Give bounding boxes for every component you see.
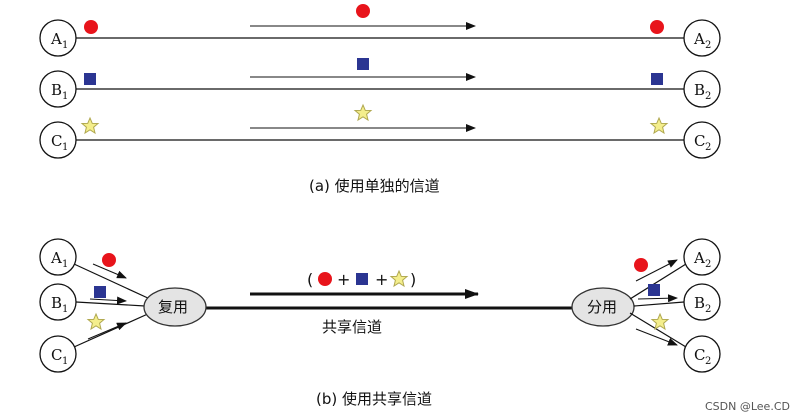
- svg-text:1: 1: [62, 40, 68, 51]
- svg-text:2: 2: [705, 356, 711, 367]
- svg-text:): ): [410, 270, 416, 289]
- blue-square-icon: [94, 286, 106, 298]
- node-b2: B 2: [683, 283, 721, 321]
- svg-text:A: A: [50, 249, 62, 267]
- svg-text:C: C: [51, 346, 62, 364]
- svg-text:1: 1: [62, 356, 68, 367]
- combined-signal-equation: ( + + ): [307, 270, 416, 289]
- node-a1: A 1: [39, 19, 77, 57]
- output-arrow-a: [635, 259, 678, 282]
- svg-text:+: +: [337, 270, 350, 289]
- input-line-b: [75, 301, 146, 307]
- node-c1: C 1: [39, 335, 77, 373]
- caption-b: (b) 使用共享信道: [316, 390, 432, 408]
- yellow-star-icon: [87, 313, 105, 330]
- svg-text:B: B: [51, 294, 62, 312]
- multiplexer: 复用: [143, 287, 207, 327]
- input-arrow-c: [87, 322, 127, 340]
- watermark: CSDN @Lee.CD: [705, 400, 790, 413]
- svg-text:C: C: [51, 132, 62, 150]
- svg-text:C: C: [694, 346, 705, 364]
- svg-text:A: A: [693, 249, 705, 267]
- red-circle-icon: [634, 258, 648, 272]
- output-arrow-b: [637, 294, 678, 303]
- red-circle-icon: [318, 272, 332, 286]
- node-a2: A 2: [683, 19, 721, 57]
- blue-square-icon: [84, 73, 96, 85]
- part-a-separate-channels: A 1 B 1 C 1 A 2 B 2 C 2 (a) 使用单独的: [39, 4, 721, 195]
- yellow-star-icon: [81, 117, 99, 134]
- svg-text:C: C: [694, 132, 705, 150]
- node-c2: C 2: [683, 335, 721, 373]
- node-c1: C 1: [39, 121, 77, 159]
- blue-square-icon: [648, 284, 660, 296]
- svg-text:2: 2: [705, 259, 711, 270]
- svg-text:2: 2: [705, 304, 711, 315]
- yellow-star-icon: [651, 313, 669, 330]
- input-arrow-a: [92, 263, 127, 279]
- output-arrow-c: [635, 328, 678, 346]
- svg-text:1: 1: [62, 142, 68, 153]
- svg-text:2: 2: [705, 40, 711, 51]
- svg-text:1: 1: [62, 259, 68, 270]
- caption-a: (a) 使用单独的信道: [309, 177, 440, 195]
- svg-text:2: 2: [705, 91, 711, 102]
- blue-square-icon: [357, 58, 369, 70]
- demultiplexer: 分用: [571, 287, 635, 327]
- svg-text:1: 1: [62, 304, 68, 315]
- input-arrow-b: [89, 296, 127, 305]
- yellow-star-icon: [354, 104, 372, 121]
- red-circle-icon: [102, 253, 116, 267]
- svg-text:B: B: [694, 81, 705, 99]
- yellow-star-icon: [650, 117, 668, 134]
- svg-text:1: 1: [62, 91, 68, 102]
- input-line-c: [73, 312, 151, 348]
- part-b-shared-channel: ( + + ) 共享信道 复用 分用: [39, 238, 721, 408]
- yellow-star-icon: [390, 270, 408, 287]
- blue-square-icon: [356, 273, 368, 285]
- node-a1: A 1: [39, 238, 77, 276]
- svg-text:B: B: [51, 81, 62, 99]
- svg-text:分用: 分用: [587, 298, 617, 316]
- output-line-a: [629, 263, 687, 300]
- node-c2: C 2: [683, 121, 721, 159]
- svg-text:(: (: [307, 270, 313, 289]
- svg-text:2: 2: [705, 142, 711, 153]
- output-line-b: [633, 301, 685, 307]
- node-b1: B 1: [39, 283, 77, 321]
- svg-text:A: A: [50, 30, 62, 48]
- input-line-a: [73, 263, 151, 300]
- node-b2: B 2: [683, 70, 721, 108]
- red-circle-icon: [650, 20, 664, 34]
- red-circle-icon: [84, 20, 98, 34]
- node-a2: A 2: [683, 238, 721, 276]
- shared-channel-label: 共享信道: [322, 318, 382, 336]
- svg-text:复用: 复用: [158, 298, 188, 316]
- svg-text:B: B: [694, 294, 705, 312]
- svg-text:A: A: [693, 30, 705, 48]
- red-circle-icon: [356, 4, 370, 18]
- blue-square-icon: [651, 73, 663, 85]
- node-b1: B 1: [39, 70, 77, 108]
- svg-text:+: +: [375, 270, 388, 289]
